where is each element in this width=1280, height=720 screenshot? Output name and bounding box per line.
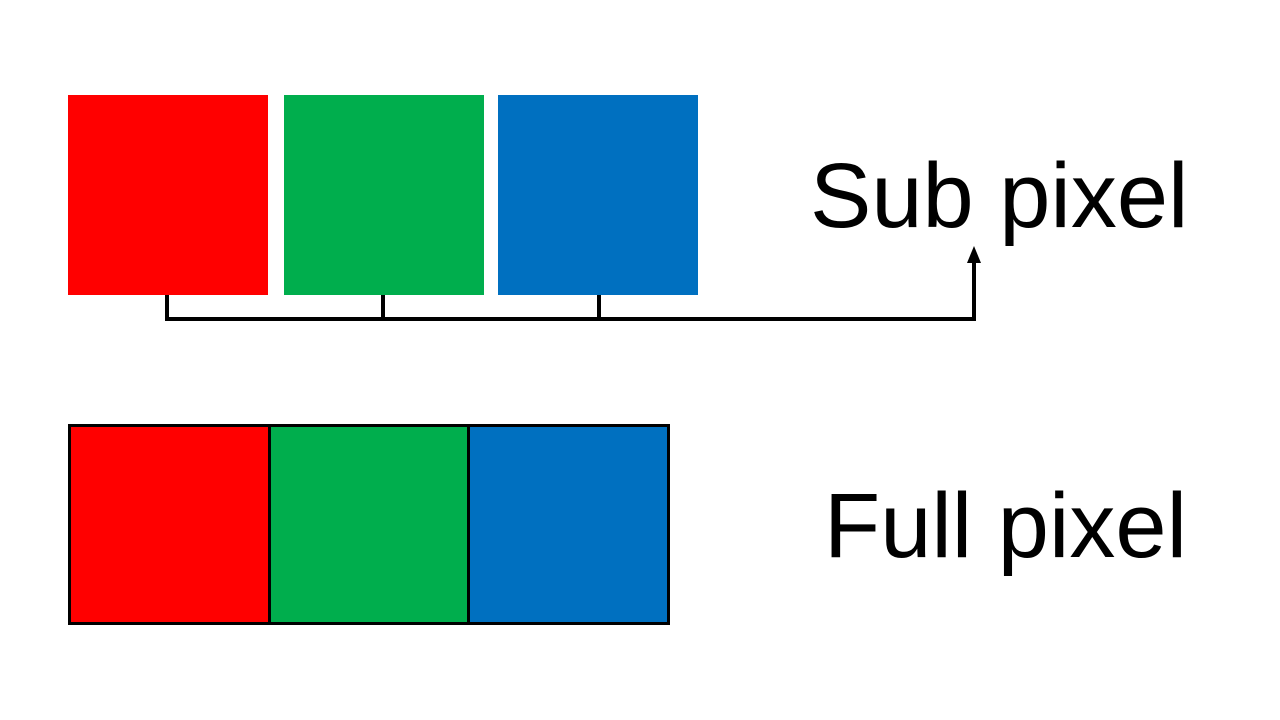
swatch-green-fullpixel — [267, 427, 468, 622]
swatch-blue-fullpixel — [467, 427, 668, 622]
swatch-blue-subpixel — [498, 95, 698, 295]
full-pixel-swatch-group — [68, 424, 670, 625]
arrowhead-up-icon — [967, 246, 981, 263]
label-full-pixel: Full pixel — [824, 475, 1188, 577]
swatch-red-subpixel — [68, 95, 268, 295]
swatch-red-fullpixel — [71, 427, 268, 622]
swatch-green-subpixel — [284, 95, 484, 295]
label-sub-pixel: Sub pixel — [810, 145, 1189, 247]
